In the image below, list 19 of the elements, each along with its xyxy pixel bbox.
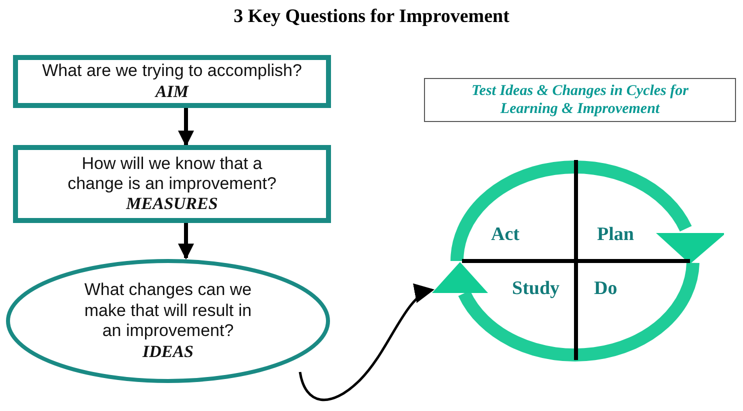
arrow xyxy=(178,223,194,260)
process-box xyxy=(13,145,331,223)
phase-label: Do xyxy=(594,278,618,300)
question-text: What changes can we make that will result in an improvement? xyxy=(83,280,253,342)
arrow xyxy=(178,108,194,147)
arrow xyxy=(298,286,434,402)
phase-label: Study xyxy=(512,278,560,300)
phase-label: Act xyxy=(491,224,520,246)
note-text: Test Ideas & Changes in Cycles for Learning & Improvement xyxy=(470,82,690,118)
key-term: AIM xyxy=(155,82,189,102)
process-box xyxy=(13,55,331,108)
phase-label: Plan xyxy=(597,224,634,246)
key-term: MEASURES xyxy=(126,194,218,214)
note-box xyxy=(424,78,736,122)
question-text: What are we trying to accomplish? xyxy=(42,61,302,82)
question-text: How will we know that a change is an improvement? xyxy=(66,154,278,194)
key-term: IDEAS xyxy=(142,342,194,362)
diagram-title: 3 Key Questions for Improvement xyxy=(232,6,510,28)
ideas-ellipse xyxy=(5,258,331,384)
